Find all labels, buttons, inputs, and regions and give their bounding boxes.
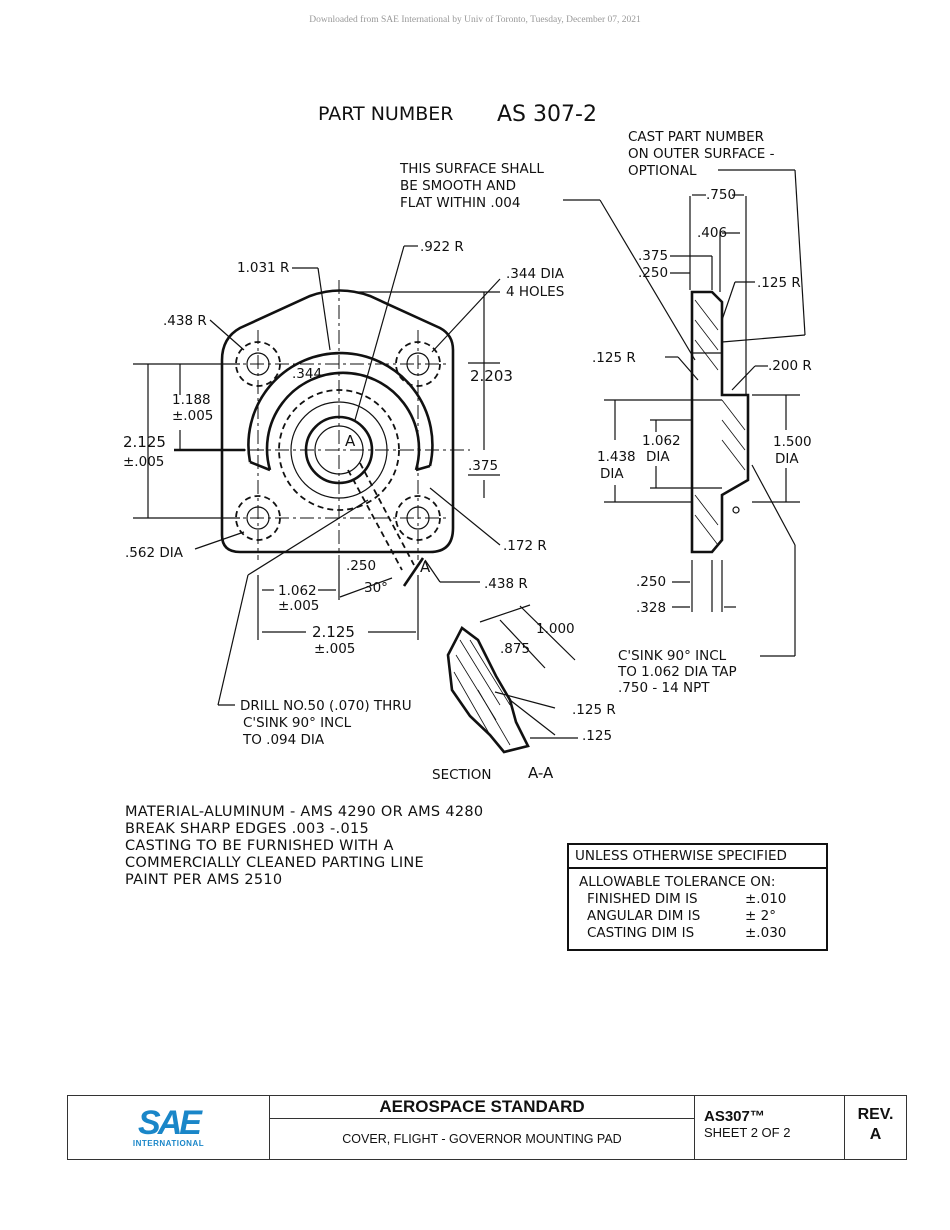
note-line: CASTING TO BE FURNISHED WITH A [125, 838, 394, 854]
tolerance-label: CASTING DIM IS [587, 925, 695, 941]
svg-text:THIS SURFACE SHALL: THIS SURFACE SHALL [399, 161, 544, 177]
dim-d250b: .250 [638, 265, 668, 281]
svg-text:OPTIONAL: OPTIONAL [628, 163, 697, 179]
dim-d2125v: 2.125 [123, 433, 166, 451]
dim-d125: .125 [582, 728, 612, 744]
download-note: Downloaded from SAE International by Uni… [309, 15, 641, 25]
tolerance-box: UNLESS OTHERWISE SPECIFIED ALLOWABLE TOL… [567, 843, 828, 951]
tolerance-value: ±.010 [745, 891, 787, 907]
dim-d2125h: 2.125 [312, 623, 355, 641]
section-mark-a-bottom: A [420, 558, 431, 576]
section-a-a [446, 604, 578, 754]
dim-t005a: ±.005 [172, 408, 213, 424]
dim-r1031: 1.031 R [237, 260, 289, 276]
svg-text:TO 1.062 DIA TAP: TO 1.062 DIA TAP [617, 664, 737, 680]
note-line: BREAK SHARP EDGES .003 -.015 [125, 821, 370, 837]
note-line: COMMERCIALLY CLEANED PARTING LINE [125, 855, 425, 871]
sae-logo-subtext: INTERNATIONAL [132, 1139, 205, 1148]
svg-text:C'SINK 90° INCL: C'SINK 90° INCL [243, 715, 352, 731]
svg-text:.750 - 14 NPT: .750 - 14 NPT [618, 680, 710, 696]
svg-text:CAST PART NUMBER: CAST PART NUMBER [628, 129, 764, 145]
dim-r125c: .125 R [572, 702, 616, 718]
dim-d375: .375 [468, 458, 498, 474]
dim-d750: .750 [706, 187, 736, 203]
part-number: AS 307-2 [497, 102, 597, 127]
dim-d1188: 1.188 [172, 392, 211, 408]
tolerance-title: ALLOWABLE TOLERANCE ON: [579, 874, 776, 890]
dim-r438a: .438 R [163, 313, 207, 329]
sae-logo: SAE INTERNATIONAL [68, 1096, 270, 1159]
tolerance-label: FINISHED DIM IS [587, 891, 698, 907]
note-line: MATERIAL-ALUMINUM - AMS 4290 OR AMS 4280 [125, 804, 484, 820]
front-view [133, 245, 501, 706]
dim-r200: .200 R [768, 358, 812, 374]
svg-text:FLAT WITHIN .004: FLAT WITHIN .004 [400, 195, 520, 211]
part-number-label: PART NUMBER [318, 103, 453, 125]
dim-d1062: 1.062 [278, 583, 317, 599]
sae-logo-mark: SAE [138, 1104, 202, 1142]
revision-label: REV. [857, 1106, 894, 1123]
dim-r438b: .438 R [484, 576, 528, 592]
dim-t005b: ±.005 [123, 454, 164, 470]
dim-r125b: .125 R [592, 350, 636, 366]
dim-d344: .344 [292, 366, 322, 382]
section-letter: A-A [528, 764, 554, 782]
document-number: AS307™ [704, 1108, 765, 1125]
dim-r922: .922 R [420, 239, 464, 255]
svg-text:C'SINK 90° INCL: C'SINK 90° INCL [618, 648, 727, 664]
tolerance-header: UNLESS OTHERWISE SPECIFIED [569, 845, 826, 869]
tolerance-row: CASTING DIM IS ±.030 [579, 925, 816, 942]
dim-d328: .328 [636, 600, 666, 616]
dim-holes: 4 HOLES [506, 284, 564, 300]
cast-note: CAST PART NUMBER ON OUTER SURFACE - OPTI… [628, 129, 775, 179]
dim-d1000: 1.000 [536, 621, 575, 637]
svg-text:BE SMOOTH AND: BE SMOOTH AND [400, 178, 516, 194]
dim-r172: .172 R [503, 538, 547, 554]
dim-dia1438: DIA [600, 466, 624, 482]
svg-text:TO .094 DIA: TO .094 DIA [242, 732, 325, 748]
revision-value: A [869, 1126, 882, 1143]
section-label: SECTION [432, 767, 491, 783]
dim-r125a: .125 R [757, 275, 801, 291]
document-title: COVER, FLIGHT - GOVERNOR MOUNTING PAD [342, 1132, 622, 1146]
dim-dia562: .562 DIA [125, 545, 184, 561]
general-notes: MATERIAL-ALUMINUM - AMS 4290 OR AMS 4280… [125, 804, 483, 889]
dim-dia1062: DIA [646, 449, 670, 465]
sheet-number: SHEET 2 OF 2 [704, 1125, 791, 1140]
section-mark-a-top: A [345, 432, 356, 450]
drill-note: DRILL NO.50 (.070) THRU C'SINK 90° INCL … [240, 698, 412, 748]
dim-d375b: .375 [638, 248, 668, 264]
side-view [563, 169, 806, 657]
svg-text:DRILL NO.50 (.070) THRU: DRILL NO.50 (.070) THRU [240, 698, 412, 714]
dim-d1438: 1.438 [597, 449, 636, 465]
dim-d1500: 1.500 [773, 434, 812, 450]
dim-d2203: 2.203 [470, 367, 513, 385]
dim-d875: .875 [500, 641, 530, 657]
svg-text:ON OUTER SURFACE -: ON OUTER SURFACE - [628, 146, 775, 162]
dim-d250a: .250 [346, 558, 376, 574]
dim-d1062b: 1.062 [642, 433, 681, 449]
tolerance-row: ANGULAR DIM IS ± 2° [579, 908, 816, 925]
tolerance-value: ±.030 [745, 925, 787, 941]
dim-dia344: .344 DIA [506, 266, 565, 282]
tolerance-value: ± 2° [745, 908, 776, 924]
dim-d250c: .250 [636, 574, 666, 590]
csink-note: C'SINK 90° INCL TO 1.062 DIA TAP .750 - … [617, 648, 737, 696]
surface-note: THIS SURFACE SHALL BE SMOOTH AND FLAT WI… [399, 161, 544, 211]
dim-dia1500: DIA [775, 451, 799, 467]
dim-d406: .406 [697, 225, 727, 241]
title-block: SAE INTERNATIONAL AEROSPACE STANDARD COV… [67, 1095, 907, 1160]
dim-ang30: 30° [364, 580, 388, 596]
dim-t005c: ±.005 [278, 598, 319, 614]
tolerance-row: FINISHED DIM IS ±.010 [579, 891, 816, 908]
standard-type: AEROSPACE STANDARD [270, 1096, 694, 1119]
dim-t005d: ±.005 [314, 641, 355, 657]
tolerance-label: ANGULAR DIM IS [587, 908, 701, 924]
note-line: PAINT PER AMS 2510 [125, 872, 283, 888]
